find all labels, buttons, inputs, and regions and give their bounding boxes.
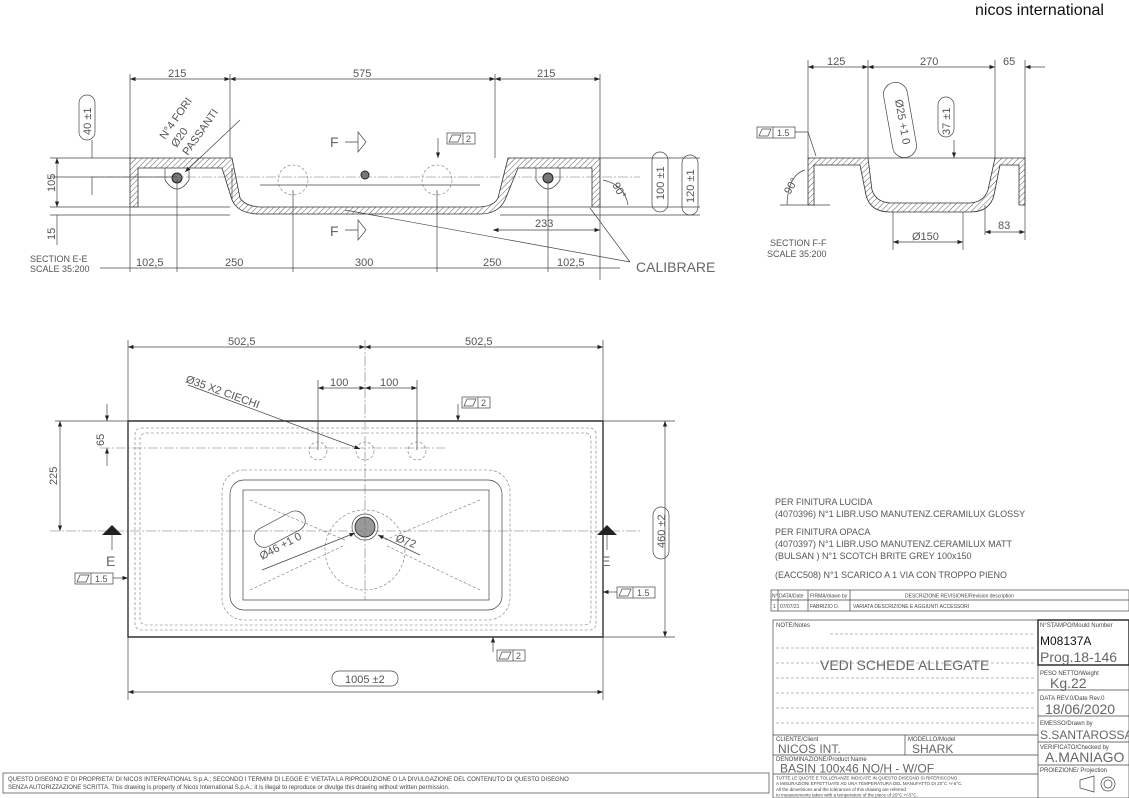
section-mark-e-right: E	[601, 553, 610, 569]
client-value: NICOS INT.	[778, 742, 841, 756]
tolerance-en: to measurements taken with a temperature…	[776, 793, 918, 798]
note-line: (BULSAN ) N°1 SCOTCH BRITE GREY 100x150	[775, 551, 972, 561]
dim-300: 300	[355, 257, 373, 269]
calibrate-label: CALIBRARE	[636, 259, 715, 275]
projection-symbol-icon	[1079, 775, 1116, 793]
model-label: MODELLO/Model	[908, 737, 955, 743]
section-mark-f-top: F	[330, 134, 339, 150]
section-ff-title: SECTION F-F	[770, 238, 827, 248]
section-mark-e-left: E	[106, 553, 115, 569]
date-value: 18/06/2020	[1045, 701, 1115, 717]
mould-label: N°STAMPO/Mould Number	[1040, 623, 1113, 629]
flatness-ff: 1.5	[777, 128, 790, 138]
rev-cell: FABRIZIO D.	[810, 604, 839, 610]
dim-1005: 1005 ±2	[345, 674, 385, 686]
dia-150: Ø150	[912, 231, 939, 243]
client-label: CLIENTE/Client	[776, 737, 819, 743]
dim-37: 37 ±1	[941, 108, 953, 135]
dim-502-5-right: 502,5	[465, 336, 493, 348]
disclaimer-line: SENZA AUTORIZZAZIONE SCRITTA. This drawi…	[8, 785, 450, 791]
dia-25: Ø25 +1 0	[892, 98, 912, 145]
dim-102-5-right: 102,5	[557, 257, 585, 269]
dim-65-plan: 65	[95, 434, 107, 446]
disclaimer: QUESTO DISEGNO E' DI PROPRIETA' DI NICOS…	[2, 772, 770, 794]
disclaimer-line: QUESTO DISEGNO E' DI PROPRIETA' DI NICOS…	[8, 777, 569, 783]
rev-header: DESCRIZIONE REVISIONE/Revision descripti…	[905, 594, 1014, 600]
dim-233: 233	[535, 218, 553, 230]
accessory-notes: PER FINITURA LUCIDA (4070396) N°1 LIBR.U…	[775, 497, 1025, 580]
product-name: BASIN 100x46 NO/H - W/OF	[780, 762, 934, 776]
drawn-label: EMESSO/Drawn by	[1040, 721, 1093, 727]
checked-value: A.MANIAGO	[1045, 749, 1124, 765]
note-line: PER FINITURA OPACA	[775, 527, 870, 537]
drawn-value: S.SANTAROSSA	[1040, 728, 1129, 742]
dim-40: 40 ±1	[82, 108, 94, 135]
product-label: DENOMINAZIONE/Product Name	[776, 757, 867, 763]
mould-number: M08137A	[1040, 634, 1091, 648]
rev-cell: 07/07/21	[780, 604, 800, 610]
section-ee-title: SECTION E-E	[30, 254, 88, 264]
note-line: (4070397) N°1 LIBR.USO MANUTENZ.CERAMILU…	[775, 539, 1012, 549]
dim-83: 83	[998, 220, 1010, 232]
rev-cell: VARIATA DESCRIZIONE E AGGIUNTI ACCESSORI	[853, 604, 969, 610]
dim-15: 15	[46, 228, 58, 240]
rev-header: FIRMA/drawn by	[810, 594, 848, 600]
dim-100: 100 ±1	[655, 166, 667, 200]
dim-250-left: 250	[225, 257, 243, 269]
title-block: NOTE/Notes VEDI SCHEDE ALLEGATE N°STAMPO…	[772, 619, 1129, 798]
dim-65: 65	[1003, 56, 1015, 68]
tolerance-it: A MISURAZIONI EFFETTUATE AD UNA TEMPERAT…	[776, 781, 963, 786]
flatness-right: 1.5	[637, 588, 650, 598]
dim-250-right: 250	[483, 257, 501, 269]
tolerance-it: TUTTE LE QUOTE E TOLLERANZE INDICATE IN …	[776, 776, 958, 781]
flatness-left: 1.5	[95, 574, 108, 584]
dim-100-right: 100	[380, 377, 398, 389]
blind-holes-note: Ø35 X2 CIECHI	[184, 374, 261, 412]
angle-90: 90°	[609, 181, 628, 201]
dim-125: 125	[827, 56, 845, 68]
plan-view: 502,5 502,5 100 100 Ø35 X2 CIECHI 2 65 2…	[48, 336, 675, 700]
weight-value: Kg.22	[1050, 675, 1087, 691]
prog-number: Prog.18-146	[1040, 649, 1117, 665]
dim-575: 575	[353, 68, 371, 80]
dim-215-right: 215	[537, 68, 555, 80]
section-ff-view: 125 270 65 Ø25 +1 0 37 ±1 1.5 90° Ø150 8…	[756, 56, 1045, 259]
section-ee-view: 215 575 215 102,5 250 300 250 102,5 40 ±…	[30, 68, 715, 280]
section-mark-f-bottom: F	[330, 223, 339, 239]
tolerance-en: All the dimensions and the tolerances of…	[776, 787, 906, 792]
section-ff-scale: SCALE 35:200	[767, 249, 827, 259]
dim-270: 270	[920, 56, 938, 68]
note-line: (EACC508) N°1 SCARICO A 1 VIA CON TROPPO…	[775, 570, 1007, 580]
note-line: PER FINITURA LUCIDA	[775, 497, 873, 507]
dim-120: 120 ±1	[685, 169, 697, 203]
dim-502-5-left: 502,5	[228, 336, 256, 348]
rev-header: N°	[772, 594, 778, 600]
dim-105: 105	[46, 174, 58, 192]
dim-225: 225	[48, 467, 60, 485]
date-label: DATA REV.0/Date Rev.0	[1040, 696, 1105, 702]
dim-460: 460 ±2	[656, 514, 668, 548]
flatness-top: 2	[481, 398, 486, 408]
dia-46: Ø46 +1 0	[258, 531, 304, 563]
dim-215-left: 215	[168, 68, 186, 80]
projection-label: PROIEZIONE/ Projection	[1040, 768, 1107, 774]
dim-102-5-left: 102,5	[136, 257, 164, 269]
section-ee-scale: SCALE 35:200	[30, 264, 90, 274]
dim-100-left: 100	[330, 377, 348, 389]
note-line: (4070396) N°1 LIBR.USO MANUTENZ.CERAMILU…	[775, 509, 1025, 519]
angle-90-ff: 90°	[782, 176, 801, 196]
notes-label: NOTE/Notes	[776, 623, 810, 629]
flatness-bottom: 2	[516, 651, 521, 661]
weight-label: PESO NETTO/Weight	[1040, 671, 1099, 677]
model-value: SHARK	[912, 742, 953, 756]
revision-table: N° DATA/Date FIRMA/drawn by DESCRIZIONE …	[770, 589, 1129, 612]
rev-cell: 1	[773, 604, 776, 610]
brand-logo: nicos international	[975, 2, 1104, 19]
notes-value: VEDI SCHEDE ALLEGATE	[820, 657, 989, 673]
flatness-ee: 2	[466, 134, 471, 144]
rev-header: DATA/Date	[779, 594, 804, 600]
checked-label: VERIFICATO/Checked by	[1040, 745, 1109, 751]
